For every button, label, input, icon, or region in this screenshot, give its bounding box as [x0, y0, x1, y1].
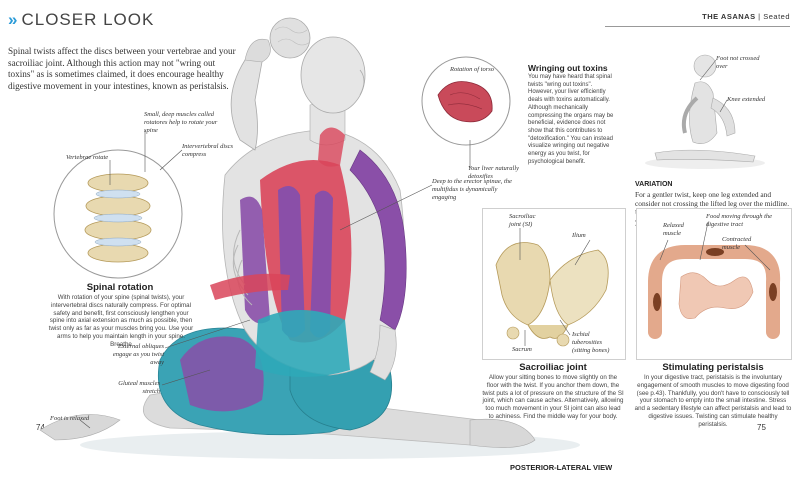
spine-text: With rotation of your spine (spinal twis…: [48, 294, 194, 348]
variation-figure: [645, 54, 765, 169]
label-liver: Your liver naturally detoxifies: [468, 165, 520, 180]
peristalsis-heading: Stimulating peristalsis: [662, 362, 764, 373]
page-title: »CLOSER LOOK: [8, 10, 155, 29]
label-food-moving: Food moving through the digestive tract: [706, 213, 773, 228]
label-knee-extended: Knee extended: [727, 96, 766, 103]
label-contracted-muscle: Contracted muscle: [722, 236, 752, 251]
toxins-inset-circle: [421, 56, 511, 146]
label-vertebrae: Vertebrae rotate: [66, 154, 109, 161]
label-obliques: External obliques engage as you twist aw…: [112, 343, 164, 366]
label-deep-muscles: Small, deep muscles called rotatores hel…: [144, 111, 218, 134]
label-ilium: Ilium: [572, 232, 586, 239]
toxins-text: You may have heard that spinal twists "w…: [528, 74, 614, 165]
label-foot-not-crossed: Foot not crossed over: [716, 55, 760, 70]
peristalsis-text: In your digestive tract, peristalsis is …: [634, 374, 792, 428]
label-discs: Intervertebral discs compress: [182, 143, 234, 158]
view-label: POSTERIOR-LATERAL VIEW: [510, 463, 613, 472]
label-relaxed-muscle: Relaxed muscle: [663, 222, 684, 237]
pelvis-illustration: [495, 242, 609, 347]
label-si-joint: Sacroiliac joint (SI): [509, 213, 536, 228]
spine-heading: Spinal rotation: [86, 282, 154, 293]
label-ischial: Ischial tuberosities (sitting bones): [572, 331, 610, 354]
label-foot: Foot is relaxed: [50, 415, 90, 422]
variation-heading: VARIATION: [635, 181, 673, 188]
sacroiliac-text: Allow your sitting bones to move slightl…: [482, 374, 624, 420]
label-erector: Deep to the erector spinae, the multifid…: [432, 178, 512, 201]
label-glute: Gluteal muscles stretch: [118, 380, 160, 395]
sacroiliac-heading: Sacroiliac joint: [519, 362, 587, 373]
page-number-right: 75: [757, 423, 766, 432]
header-rule: [605, 26, 790, 27]
spine-inset-circle: [53, 149, 183, 279]
chevron-right-icon: »: [8, 10, 19, 29]
label-torso-rotation: Rotation of torso: [450, 66, 495, 73]
page-number-left: 74: [36, 423, 45, 432]
intro-paragraph: Spinal twists affect the discs between y…: [8, 46, 236, 91]
label-sacrum: Sacrum: [512, 346, 532, 353]
toxins-heading: Wringing out toxins: [528, 63, 608, 73]
running-header: THE ASANAS | Seated: [702, 12, 790, 21]
